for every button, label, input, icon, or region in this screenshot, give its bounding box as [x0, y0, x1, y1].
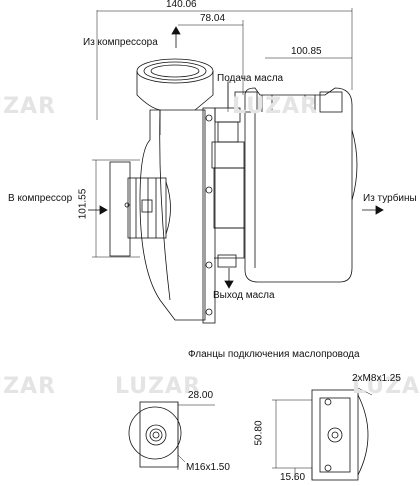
watermark-left: LUZAR — [0, 94, 57, 119]
label-flanges-title: Фланцы подключения маслопровода — [188, 349, 360, 360]
dim-turbine-width: 100.85 — [291, 46, 322, 57]
dim-height: 101.55 — [77, 188, 89, 220]
label-to-compressor: В компрессор — [8, 193, 73, 204]
dim-compressor-offset: 78.04 — [200, 13, 226, 24]
label-oil-supply: Подача масла — [217, 73, 284, 84]
dim-thread-small: M16x1.50 — [186, 462, 230, 473]
label-oil-outlet: Выход масла — [213, 290, 275, 301]
watermark-mid-right: LUZAR — [232, 94, 319, 119]
watermark-bottom-left: LUZAR — [0, 374, 57, 399]
dim-flange-height: 50.80 — [253, 420, 265, 446]
watermark-bottom-right: LUZAR — [352, 374, 420, 399]
dim-total-width: 140.06 — [166, 0, 197, 10]
dim-flange-offset: 15.60 — [280, 472, 306, 483]
dim-bolt-spec: 2xM8x1.25 — [352, 373, 401, 384]
label-from-compressor: Из компрессора — [83, 37, 158, 48]
dim-flange-width: 28.00 — [188, 390, 214, 401]
watermark-bottom-center: LUZAR — [115, 374, 202, 399]
label-from-turbine: Из турбины — [363, 193, 417, 204]
